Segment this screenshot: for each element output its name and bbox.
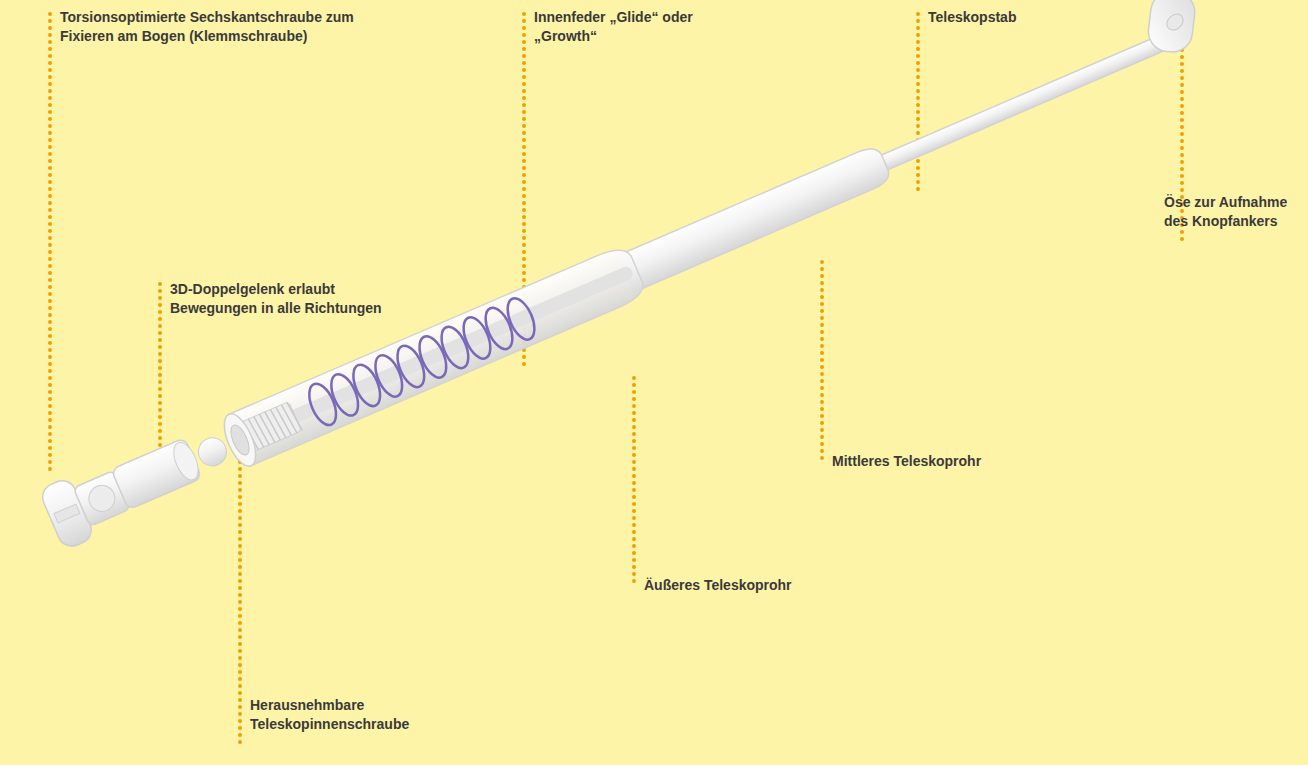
- part-label: Öse zur Aufnahme des Knopfankers: [1164, 193, 1302, 231]
- outer-tube: [229, 243, 648, 465]
- part-label: Innenfeder „Glide“ oder „Growth“: [534, 8, 706, 46]
- thread-stroke: [270, 408, 285, 439]
- thread-stroke: [276, 406, 291, 437]
- part-label: Teleskopstab: [928, 8, 1016, 27]
- thread-stroke: [259, 413, 274, 444]
- part-label: Torsionsoptimierte Sechskantschraube zum…: [60, 8, 372, 46]
- part-label: Herausnehmbare Teleskopinnenschraube: [250, 696, 472, 734]
- leader-lines: [50, 8, 1182, 746]
- middle-tube: [618, 144, 893, 292]
- telescope-rod: [861, 33, 1170, 178]
- part-label: 3D-Doppelgelenk erlaubt Bewegungen in al…: [170, 280, 412, 318]
- eyelet: [1126, 0, 1218, 69]
- part-label: Mittleres Teleskoprohr: [832, 452, 981, 471]
- thread-stroke: [254, 415, 269, 446]
- thread-stroke: [265, 411, 280, 442]
- telescope-device: [31, 0, 1222, 550]
- double-joint: [111, 424, 233, 510]
- thread-stroke: [287, 401, 302, 432]
- spring-coil: [502, 294, 540, 343]
- part-label: Äußeres Teleskoprohr: [644, 576, 792, 595]
- thread-stroke: [281, 404, 296, 435]
